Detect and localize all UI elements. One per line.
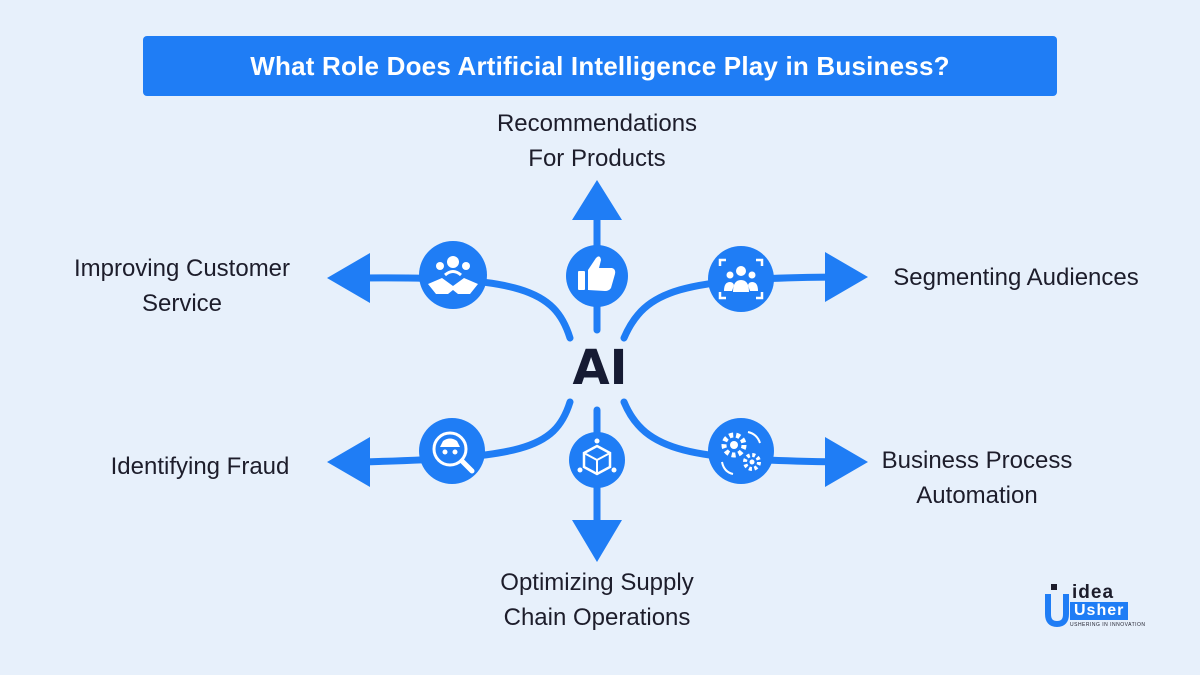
branch-label-recommendations: Recommendations For Products — [496, 110, 698, 172]
logo-u-mark-icon — [1045, 584, 1069, 628]
thumbs-up-icon — [566, 245, 628, 307]
connector-bottom-left — [356, 398, 574, 466]
branch-label-segmenting: Segmenting Audiences — [893, 264, 1139, 291]
arrowhead-top — [572, 180, 622, 220]
handshake-people-icon — [419, 241, 487, 309]
connector-bottom-right — [620, 398, 844, 466]
logo-tagline: USHERING IN INNOVATION — [1070, 622, 1146, 628]
branch-label-fraud: Identifying Fraud — [110, 453, 290, 480]
arrowhead-right-top — [825, 252, 868, 302]
branch-label-customer-service: Improving Customer Service — [73, 255, 291, 317]
arrowhead-left-top — [327, 253, 370, 303]
cube-network-icon — [569, 432, 625, 488]
title-banner: What Role Does Artificial Intelligence P… — [143, 36, 1057, 96]
ai-center-label: AI — [572, 340, 628, 396]
branch-label-automation: Business Process Automation — [881, 447, 1073, 509]
gears-icon — [708, 418, 774, 484]
idea-usher-logo: idea Usher USHERING IN INNOVATION — [1044, 580, 1156, 630]
connector-top-left — [356, 274, 574, 342]
logo-text-usher: Usher — [1070, 602, 1129, 620]
arrowhead-left-bottom — [327, 437, 370, 487]
fraud-magnifier-icon — [419, 418, 485, 484]
arrowhead-right-bottom — [825, 437, 868, 487]
branch-label-supply-chain: Optimizing Supply Chain Operations — [500, 569, 694, 631]
audience-group-icon — [708, 246, 774, 312]
connector-top-right — [620, 273, 844, 342]
arrowhead-bottom — [572, 520, 622, 562]
page-title: What Role Does Artificial Intelligence P… — [250, 50, 950, 81]
logo-text-idea: idea — [1072, 582, 1115, 603]
